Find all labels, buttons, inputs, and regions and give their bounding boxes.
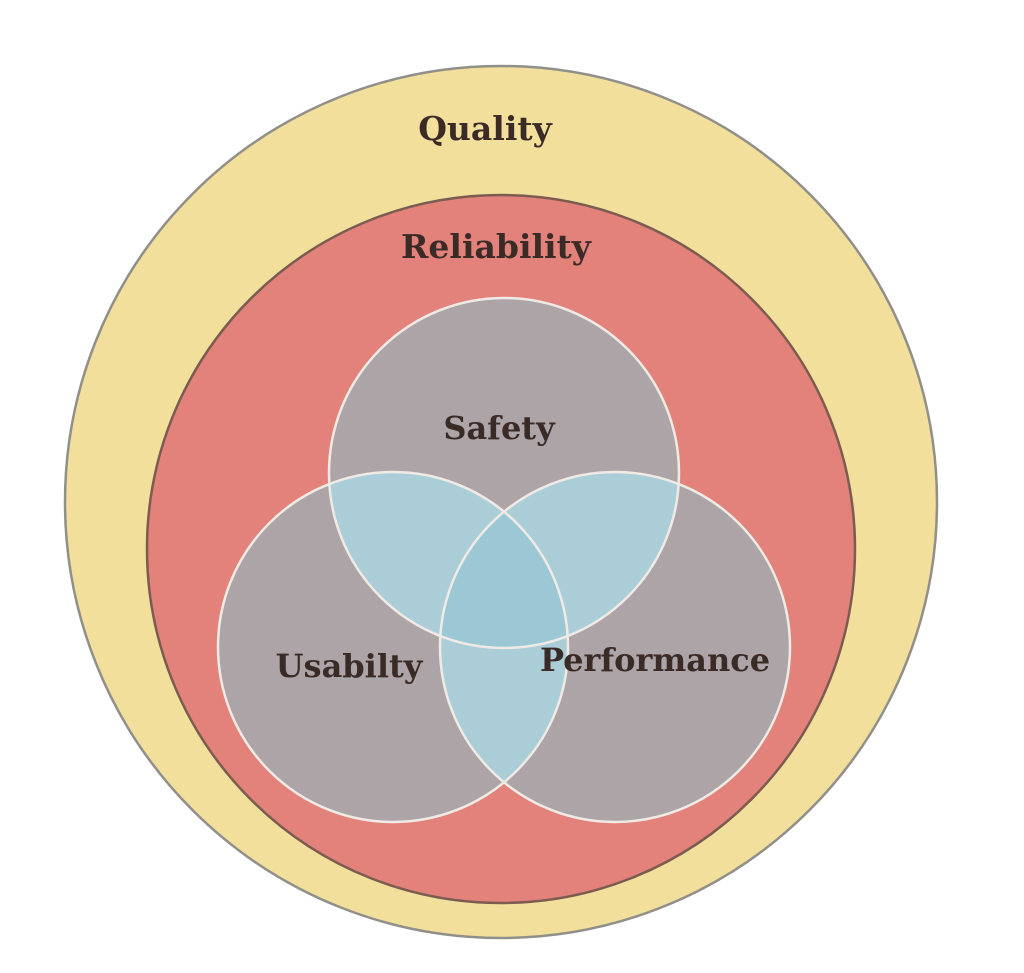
overlap-triple [440,472,568,648]
reliability-label: Reliability [401,227,592,266]
safety-circle-outline [327,296,681,650]
performance-circle-outline [438,470,792,824]
performance-label: Performance [540,641,770,679]
usability-label: Usabilty [276,647,424,685]
safety-label: Safety [443,409,556,447]
venn-labels: Quality Reliability Safety Usabilty Perf… [276,109,770,685]
quality-label: Quality [418,109,552,148]
venn-circle-outlines [216,296,792,824]
usability-circle-outline [216,470,570,824]
